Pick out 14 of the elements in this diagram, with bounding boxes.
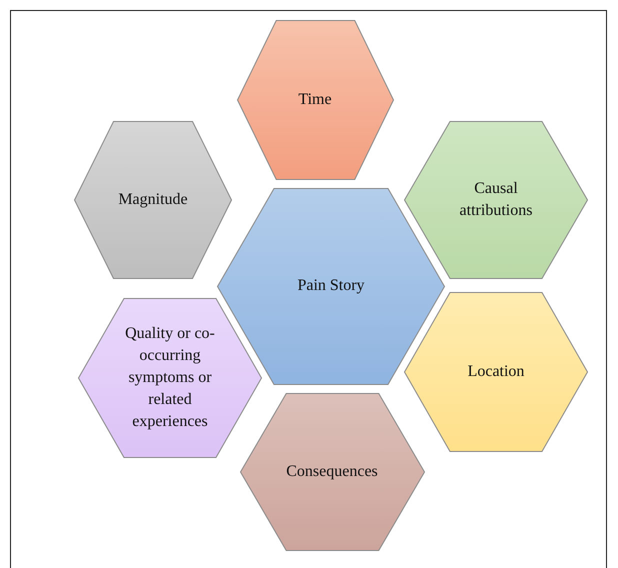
hexagon-shape (78, 298, 262, 458)
hexagon-shape (74, 121, 232, 279)
hexagon-shape (404, 121, 588, 279)
node-text: Causal attributions (458, 179, 534, 221)
node-text: Consequences (285, 462, 379, 482)
node-text: Time (297, 90, 333, 110)
hexagon-shape (404, 292, 588, 452)
node-text: Quality or co-occurring symptoms or related experiences (124, 324, 216, 432)
hexagon-shape (236, 20, 394, 180)
node-text: Location (466, 362, 526, 382)
hexagon-shape (217, 188, 445, 384)
node-text: Pain Story (296, 276, 366, 296)
node-text: Magnitude (117, 190, 189, 210)
hexagon-shape (240, 393, 424, 551)
